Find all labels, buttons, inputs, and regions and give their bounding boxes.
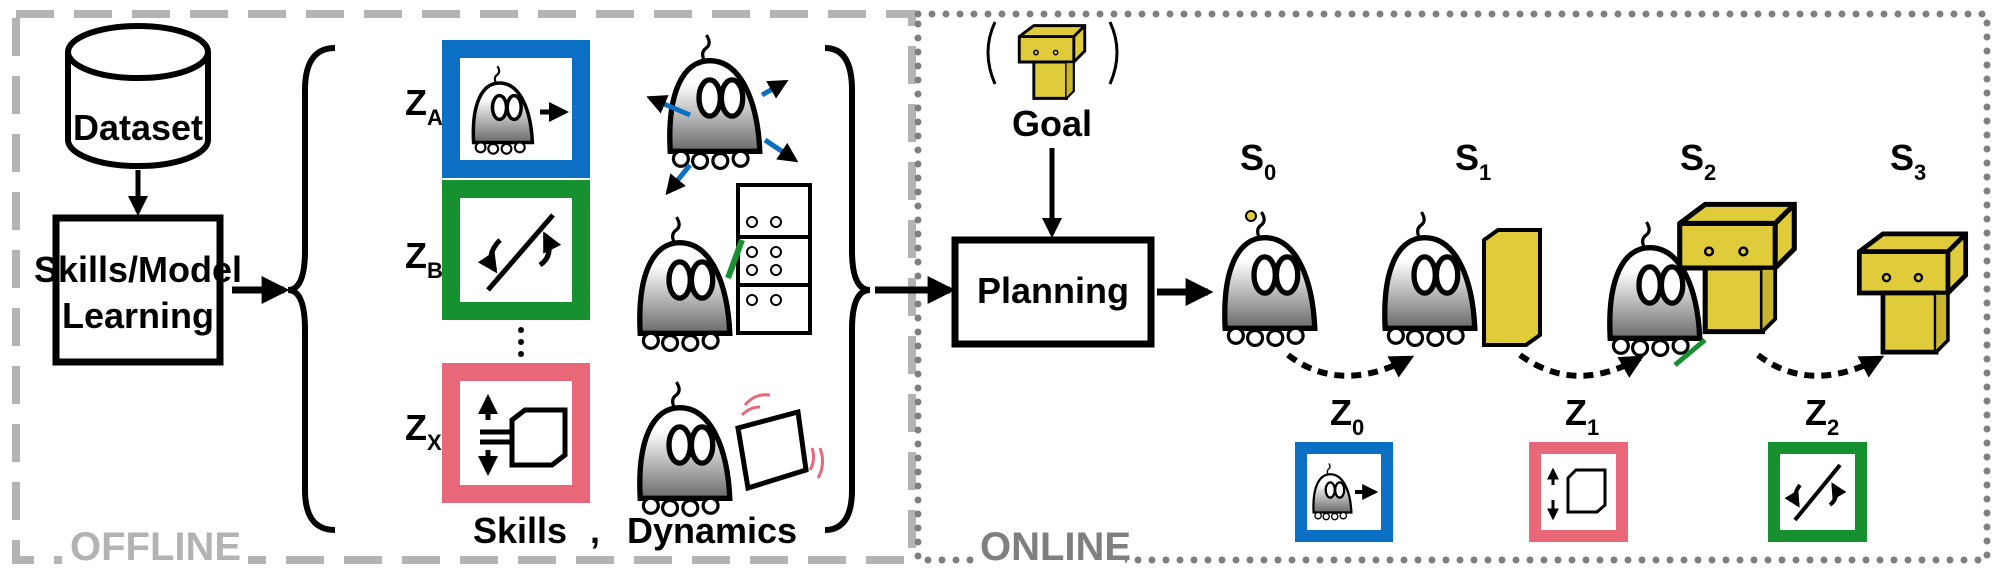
state-label-1: S1 (1455, 137, 1491, 185)
skill-row-b: ZB (405, 180, 812, 350)
push-box-icon (478, 394, 568, 476)
planning-label: Planning (977, 270, 1129, 311)
latent-label: Z1 (1565, 392, 1599, 440)
state-2-scene (1610, 204, 1794, 367)
pushed-box-icon (735, 393, 825, 492)
learning-box (52, 214, 224, 366)
skills-label: Skills (473, 510, 567, 551)
goal-label: Goal (1012, 103, 1092, 144)
dataset-cylinder-icon (65, 23, 211, 169)
skill-symbol: ZX (405, 407, 442, 455)
screwdriver-icon (1784, 463, 1847, 522)
skill-row-a: ZA (405, 35, 799, 196)
latent-label: Z0 (1330, 392, 1364, 440)
blue-motion-arrows-icon (646, 79, 799, 196)
latent-0: Z0 (1295, 392, 1393, 542)
dynamics-label: Dynamics (627, 510, 797, 551)
skill-symbol: ZB (405, 235, 443, 283)
skill-row-x: ZX (405, 363, 825, 515)
learning-label-line1: Skills/Model (34, 249, 242, 290)
state-1-scene (1385, 212, 1542, 345)
left-brace (287, 45, 336, 533)
offline-label: OFFLINE (70, 525, 241, 569)
comma-separator: , (590, 510, 600, 551)
online-label: ONLINE (980, 525, 1131, 569)
latent-label: Z2 (1805, 392, 1839, 440)
screwdriver-icon (477, 213, 562, 292)
goal-structure-icon (986, 21, 1119, 100)
planning-box (951, 236, 1155, 348)
skill-card-b (442, 180, 590, 320)
robot-dynamics-x (640, 382, 730, 515)
latent-2: Z2 (1768, 392, 1867, 542)
state-3-goal-structure (1859, 234, 1965, 352)
ellipsis-dots (518, 327, 524, 357)
robot-move-icon (471, 64, 569, 156)
skill-symbol: ZA (405, 82, 443, 130)
state-0-scene (1225, 211, 1315, 345)
learning-label-line2: Learning (62, 295, 214, 336)
transition-arrows (1286, 352, 1885, 379)
state-label-3: S3 (1890, 137, 1926, 185)
dataset-label: Dataset (73, 107, 203, 148)
latent-1: Z1 (1529, 392, 1628, 542)
robot-dynamics-b (640, 217, 730, 350)
robot-dynamics-a (670, 35, 760, 168)
right-brace (824, 45, 871, 533)
state-label-2: S2 (1680, 137, 1716, 185)
push-box-icon (1547, 467, 1607, 521)
state-label-0: S0 (1240, 137, 1276, 185)
bolted-stack-icon (725, 183, 812, 335)
